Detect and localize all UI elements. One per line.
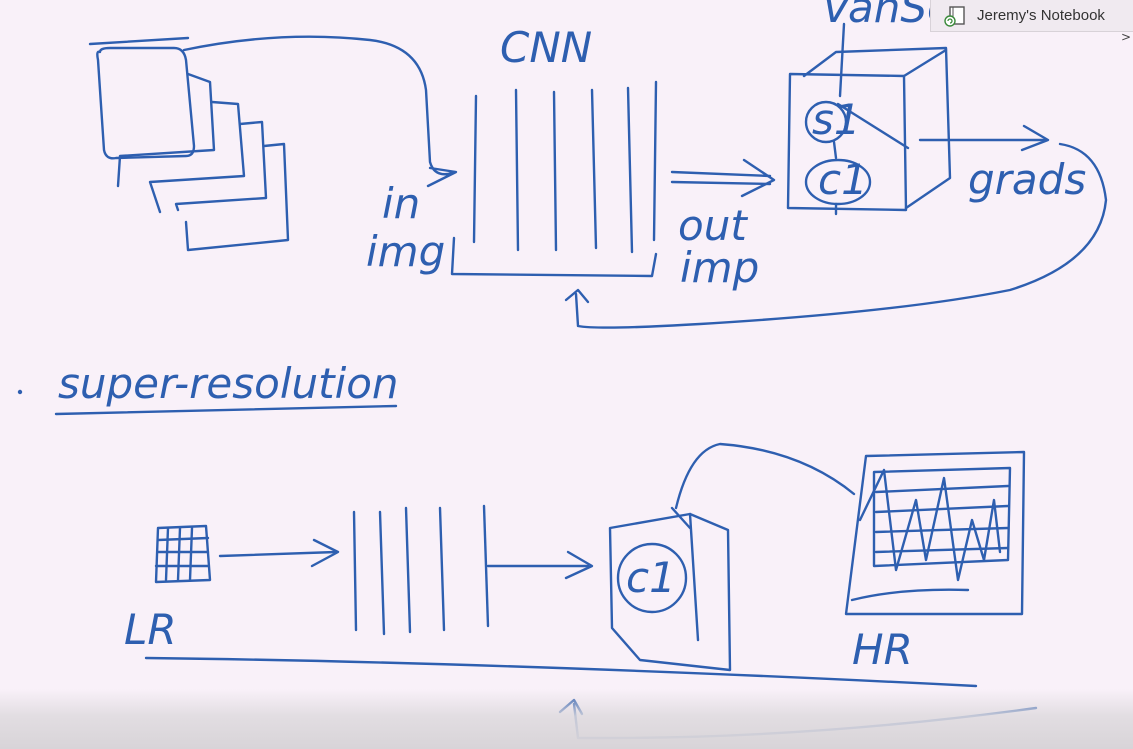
cnn-label: CNN <box>500 23 592 72</box>
style-layer-label: s1 <box>812 95 861 144</box>
cnn-to-vgg-arrow <box>486 550 594 580</box>
notebook-tab[interactable]: Jeremy's Notebook <box>930 0 1133 32</box>
high-res-image <box>844 450 1026 616</box>
vgg-network-box <box>786 22 1050 216</box>
super-resolution-heading: super-resolution <box>58 359 399 408</box>
in-label: in <box>382 179 420 228</box>
sr-vgg-box <box>608 442 856 672</box>
grads-label: grads <box>968 155 1086 204</box>
sr-cnn-block <box>352 504 490 636</box>
img-label: img <box>366 227 445 276</box>
content-layer-label: c1 <box>818 155 868 204</box>
chevron-right-icon[interactable]: > <box>1120 30 1131 44</box>
out-label: out <box>678 201 748 250</box>
cnn-feedback-arrow <box>564 142 1108 329</box>
input-flow-arrow <box>182 35 458 188</box>
input-image-stack <box>88 36 290 252</box>
low-res-image <box>154 524 212 584</box>
onenote-notebook-icon <box>944 5 965 27</box>
lr-to-cnn-arrow <box>218 538 340 568</box>
hr-label: HR <box>852 625 913 674</box>
lr-label: LR <box>124 605 177 654</box>
cnn-block <box>450 80 658 278</box>
output-flow-arrow <box>670 158 776 198</box>
imp-label: imp <box>680 243 759 292</box>
heading-underline <box>54 404 398 416</box>
notebook-title: Jeremy's Notebook <box>977 7 1105 24</box>
bullet-dot <box>17 389 23 395</box>
sr-content-layer-label: c1 <box>626 553 676 602</box>
